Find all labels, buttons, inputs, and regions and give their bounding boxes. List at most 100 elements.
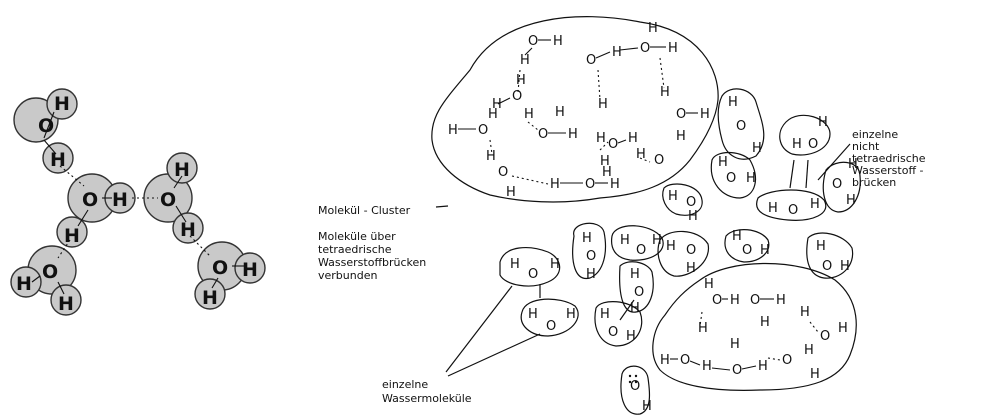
svg-text:O: O: [686, 195, 696, 210]
svg-text:H: H: [620, 233, 630, 248]
atom-h: H: [180, 219, 196, 241]
svg-text:H: H: [686, 261, 696, 276]
cluster-label: Molekül - Cluster: [318, 204, 411, 217]
atom-o: O: [82, 189, 98, 211]
svg-text:H: H: [688, 209, 698, 224]
nontetra-label-line5: brücken: [852, 176, 896, 189]
tetrahedral-water-model: O H H O H H O H H O H H O H H: [10, 88, 266, 316]
svg-text:O: O: [732, 363, 742, 378]
svg-text:H: H: [550, 177, 560, 192]
svg-text:H: H: [700, 107, 710, 122]
svg-text:H: H: [516, 73, 526, 88]
svg-text:H: H: [660, 353, 670, 368]
svg-text:O: O: [686, 243, 696, 258]
svg-text:O: O: [528, 267, 538, 282]
atom-h: H: [64, 225, 80, 247]
single-pointer-1: [445, 285, 513, 373]
svg-text:H: H: [506, 185, 516, 200]
atom-o: O: [42, 261, 58, 283]
nontetra-label-line2: nicht: [852, 140, 880, 153]
atom-h: H: [50, 149, 66, 171]
svg-text:O: O: [742, 243, 752, 258]
atom-h: H: [54, 93, 70, 115]
svg-text:H: H: [752, 141, 762, 156]
svg-text:O: O: [736, 119, 746, 134]
single-label-line2: Wassermoleküle: [382, 392, 472, 405]
nontetra-pointer: [817, 143, 851, 181]
svg-text:H: H: [600, 154, 610, 169]
svg-text:H: H: [804, 343, 814, 358]
svg-text:O: O: [478, 123, 488, 138]
svg-text:H: H: [636, 147, 646, 162]
svg-text:H: H: [732, 229, 742, 244]
svg-text:H: H: [676, 129, 686, 144]
svg-text:H: H: [510, 257, 520, 272]
svg-text:H: H: [816, 239, 826, 254]
svg-text:H: H: [602, 165, 612, 180]
atom-o: O: [212, 257, 228, 279]
svg-text:H: H: [838, 321, 848, 336]
nontetra-label-line4: Wasserstoff -: [852, 164, 924, 177]
svg-text:H: H: [810, 367, 820, 382]
single-label-line1: einzelne: [382, 378, 428, 391]
atom-h: H: [174, 159, 190, 181]
svg-text:H: H: [702, 359, 712, 374]
svg-text:H: H: [566, 307, 576, 322]
svg-text:O: O: [586, 53, 596, 68]
svg-text:O: O: [726, 171, 736, 186]
svg-text:H: H: [488, 107, 498, 122]
svg-text:H: H: [760, 315, 770, 330]
svg-text:H: H: [718, 155, 728, 170]
svg-text:H: H: [555, 105, 565, 120]
tetra-label-line3: Wasserstoffbrücken: [318, 256, 426, 269]
svg-text:H: H: [652, 233, 662, 248]
svg-text:O: O: [820, 329, 830, 344]
svg-text:O: O: [832, 177, 842, 192]
cluster-pointer: [435, 205, 449, 208]
svg-text:H: H: [648, 21, 658, 36]
svg-text:H: H: [668, 189, 678, 204]
svg-text:O: O: [640, 41, 650, 56]
svg-text:H: H: [528, 307, 538, 322]
svg-text:H: H: [612, 45, 622, 60]
svg-text:O: O: [654, 153, 664, 168]
atom-h: H: [16, 273, 32, 295]
svg-text:O: O: [586, 249, 596, 264]
tetra-label-line1: Moleküle über: [318, 230, 396, 243]
atom-h: H: [202, 287, 218, 309]
svg-text:H: H: [704, 277, 714, 292]
svg-text:O: O: [676, 107, 686, 122]
svg-text:O: O: [538, 127, 548, 142]
svg-text:O: O: [498, 165, 508, 180]
svg-text:H: H: [840, 259, 850, 274]
svg-text:H: H: [760, 243, 770, 258]
svg-text:H: H: [728, 95, 738, 110]
svg-text:O: O: [608, 137, 618, 152]
svg-text:H: H: [630, 267, 640, 282]
tetra-label-line2: tetraedrische: [318, 243, 392, 256]
atom-o: O: [160, 189, 176, 211]
nontetra-label-line3: tetraedrische: [852, 152, 926, 165]
svg-text:H: H: [668, 41, 678, 56]
svg-text:H: H: [810, 197, 820, 212]
svg-text:H: H: [792, 137, 802, 152]
tetra-label-line4: verbunden: [318, 269, 377, 282]
svg-text:H: H: [758, 359, 768, 374]
svg-text:O: O: [636, 243, 646, 258]
svg-text:O: O: [788, 203, 798, 218]
svg-text:H: H: [486, 149, 496, 164]
svg-text:H: H: [582, 231, 592, 246]
nontetra-label-line1: einzelne: [852, 128, 898, 141]
svg-text:H: H: [642, 399, 652, 414]
atom-o: O: [38, 115, 54, 137]
svg-text:O: O: [782, 353, 792, 368]
svg-text:H: H: [800, 305, 810, 320]
svg-text:H: H: [598, 97, 608, 112]
svg-text:H: H: [626, 329, 636, 344]
svg-text:H: H: [698, 321, 708, 336]
small-cluster-outline: [652, 262, 857, 391]
